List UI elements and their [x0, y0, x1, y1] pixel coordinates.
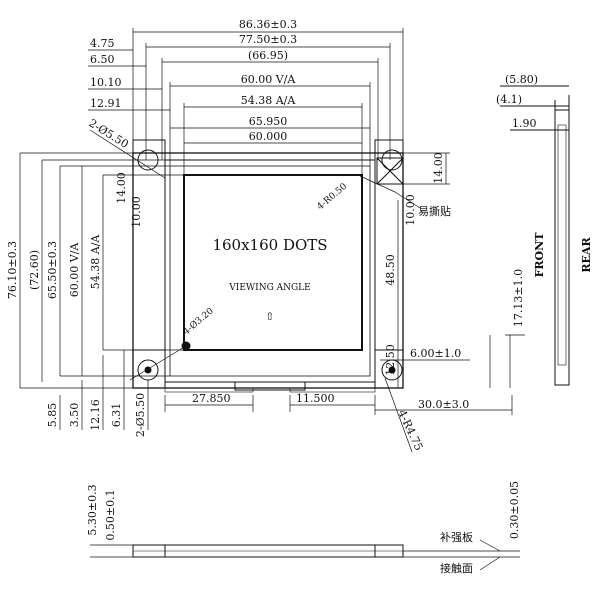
- r475-leader: [384, 377, 413, 453]
- dim-27850: 27.850: [192, 392, 231, 405]
- callout-holes-top: 2-Ø5.50: [86, 117, 130, 151]
- dim-active-area-width: 54.38 A/A: [241, 94, 297, 107]
- dim-offset-4: 12.91: [90, 97, 122, 110]
- bottom-dim-thickness: 5.30±0.3: [86, 484, 99, 535]
- side-dim-2: (4.1): [496, 93, 522, 106]
- dim-bottom-1: 5.85: [46, 403, 59, 428]
- label-contact-surface: 接触面: [440, 561, 473, 575]
- dim-offset-3: 10.10: [90, 76, 122, 89]
- callout-r475: 4-R4.75: [395, 408, 425, 453]
- dim-overall-height: 76.10±0.3: [6, 241, 19, 299]
- mounting-holes: [137, 149, 404, 381]
- dim-frame-height: (72.60): [28, 250, 41, 290]
- holes-top-leader: [89, 129, 166, 179]
- dim-offset-1: 4.75: [90, 37, 115, 50]
- viewing-arrow-icon: ⇧: [265, 310, 274, 323]
- dim-hole-vertical: 65.50±0.3: [46, 241, 59, 299]
- dim-offset-2: 6.50: [90, 53, 115, 66]
- viewing-angle-label: VIEWING ANGLE: [228, 283, 310, 293]
- dim-1713: 17.13±1.0: [512, 269, 525, 327]
- callout-tear-tab: 易撕贴: [418, 204, 451, 218]
- dim-view-area-height: 60.00 V/A: [68, 242, 81, 298]
- dim-frame-width: (66.95): [248, 49, 288, 62]
- dim-tab-14-right: 14.00: [432, 152, 445, 184]
- bottom-dim-flex: 0.30±0.05: [508, 481, 521, 539]
- callout-corner-radius: 4-R0.50: [316, 182, 350, 213]
- dim-hole-spacing: 77.50±0.3: [239, 33, 297, 46]
- dim-view-area-width: 60.00 V/A: [241, 73, 297, 86]
- dim-tab-14-left: 14.00: [115, 172, 128, 204]
- top-dimension-lines: [88, 28, 404, 175]
- right-dimension-lines: [164, 152, 525, 415]
- side-dim-3: 1.90: [512, 117, 537, 130]
- side-rear-label: REAR: [580, 237, 593, 273]
- dim-active-area-height: 54.38 A/A: [89, 234, 102, 290]
- side-view: [500, 85, 570, 386]
- dim-bottom-holes: 2-Ø5.50: [134, 393, 147, 437]
- dim-glass-width: 65.950: [249, 115, 288, 128]
- dim-300: 30.0±3.0: [418, 398, 469, 411]
- bottom-view: [90, 539, 520, 571]
- dim-bottom-2: 3.50: [68, 403, 81, 428]
- callout-dots-radius: 4-Ø3.20: [181, 305, 216, 337]
- dim-overall-width: 86.36±0.3: [239, 18, 297, 31]
- display-dots-label: 160x160 DOTS: [212, 236, 327, 254]
- dim-1250: 12.50: [384, 344, 397, 376]
- bottom-dim-offset: 0.50±0.1: [104, 489, 117, 540]
- dim-polarizer-width: 60.000: [249, 130, 288, 143]
- left-dimension-lines: [19, 152, 184, 430]
- dim-tab-10-left: 10.00: [130, 196, 143, 228]
- dim-600: 6.00±1.0: [410, 347, 461, 360]
- side-dim-1: (5.80): [505, 73, 538, 86]
- label-reinforcement: 补强板: [440, 530, 473, 544]
- dim-bottom-3: 12.16: [89, 399, 102, 431]
- module-outline: [132, 139, 404, 393]
- radius-leader: [129, 345, 187, 381]
- dim-11500: 11.500: [296, 392, 335, 405]
- dim-bottom-4: 6.31: [110, 403, 123, 428]
- dim-tab-10-right: 10.00: [404, 194, 417, 226]
- tab-leader: [359, 175, 396, 193]
- side-front-label: FRONT: [533, 232, 546, 278]
- dim-4850: 48.50: [384, 254, 397, 286]
